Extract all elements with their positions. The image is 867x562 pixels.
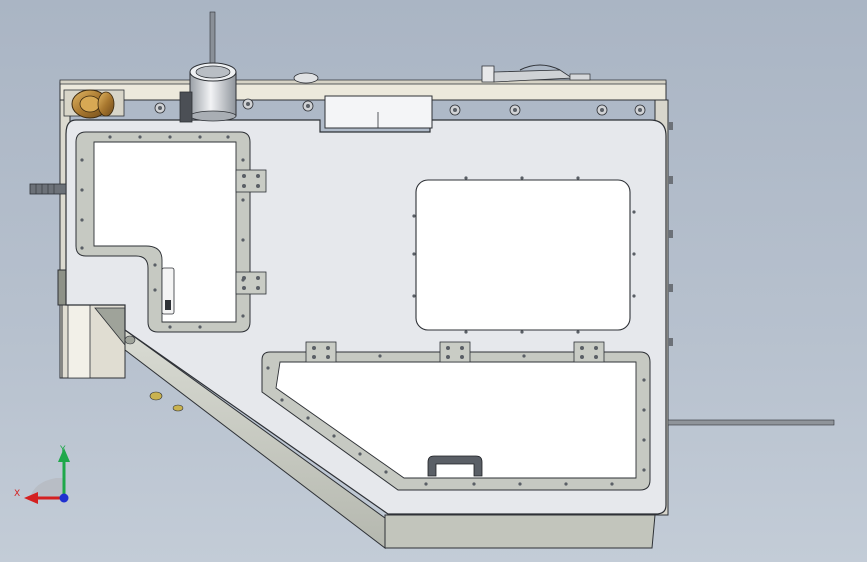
left-threaded-bolt	[29, 183, 67, 195]
screw	[80, 188, 84, 192]
screw	[80, 218, 84, 222]
screw	[138, 135, 142, 139]
z-axis-dot	[59, 493, 69, 503]
coordinate-triad: X Y	[14, 445, 70, 504]
screw	[642, 468, 646, 472]
front-skirt	[384, 514, 656, 549]
hinge-upper	[235, 169, 267, 193]
screw	[198, 325, 202, 329]
screw	[332, 434, 336, 438]
window-upper-left-opening	[93, 141, 237, 323]
hex-nut-center	[246, 102, 250, 106]
screw	[412, 214, 416, 218]
screw	[198, 135, 202, 139]
screw	[241, 198, 245, 202]
screw	[424, 482, 428, 486]
window-right-opening[interactable]	[415, 179, 631, 331]
screw	[80, 158, 84, 162]
screw	[280, 398, 284, 402]
screw	[520, 176, 524, 180]
screw	[518, 482, 522, 486]
top-knob	[293, 72, 319, 84]
screw	[642, 378, 646, 382]
screw	[241, 314, 245, 318]
screw	[266, 366, 270, 370]
hinge-door-right	[573, 341, 605, 363]
screw	[108, 135, 112, 139]
screw	[378, 354, 382, 358]
hinge-door-center	[439, 341, 471, 363]
screw	[632, 252, 636, 256]
screw	[632, 294, 636, 298]
screw	[153, 263, 157, 267]
y-axis-label: Y	[59, 445, 66, 455]
screw	[522, 354, 526, 358]
screw	[632, 210, 636, 214]
hex-nut-center	[306, 104, 310, 108]
right-rod	[667, 419, 835, 426]
screw	[358, 452, 362, 456]
frame-screws	[80, 135, 646, 486]
cup-bracket	[179, 91, 193, 123]
screw	[384, 470, 388, 474]
hex-nut-center	[158, 106, 162, 110]
x-axis-label: X	[14, 489, 20, 499]
hex-nut-center	[513, 108, 517, 112]
screw	[153, 288, 157, 292]
brass-roller	[63, 89, 125, 119]
screw	[520, 330, 524, 334]
triad-base	[30, 478, 64, 498]
arrow-left-icon	[24, 492, 38, 504]
cylinder-cup	[189, 11, 237, 122]
screw	[241, 278, 245, 282]
screw	[642, 408, 646, 412]
screw	[241, 238, 245, 242]
hinge-door-left	[305, 341, 337, 363]
screw	[306, 416, 310, 420]
screw	[80, 246, 84, 250]
screw	[464, 176, 468, 180]
right-fittings	[668, 122, 673, 346]
screw	[412, 294, 416, 298]
screw	[576, 176, 580, 180]
hex-nut-center	[600, 108, 604, 112]
screw	[472, 482, 476, 486]
top-latch	[481, 64, 591, 83]
hex-nut-center	[638, 108, 642, 112]
rail-nuts	[154, 98, 646, 116]
screw	[564, 482, 568, 486]
screw	[464, 330, 468, 334]
screw	[412, 252, 416, 256]
screw	[642, 438, 646, 442]
skirt-fittings	[124, 335, 184, 412]
hinge-lower	[235, 271, 267, 295]
top-rail-lip	[59, 79, 667, 85]
arrow-up-icon	[58, 448, 70, 462]
screw	[241, 158, 245, 162]
screw	[610, 482, 614, 486]
left-bracket-channel	[67, 304, 91, 379]
screw	[576, 330, 580, 334]
door-handle[interactable]	[427, 455, 483, 477]
screw	[226, 135, 230, 139]
center-tab	[324, 95, 433, 129]
assembly-model[interactable]	[29, 11, 835, 550]
screw	[168, 325, 172, 329]
screw	[168, 135, 172, 139]
hex-nut-center	[453, 108, 457, 112]
